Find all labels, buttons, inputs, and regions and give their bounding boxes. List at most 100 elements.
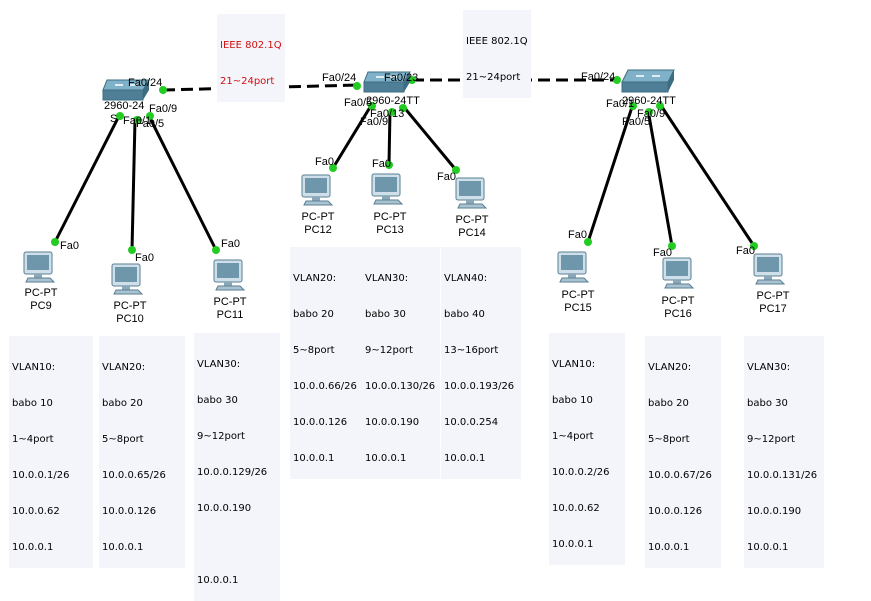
link-s2-pc14 xyxy=(401,105,458,171)
vlan-note-line: babo 10 xyxy=(552,395,593,406)
pc-icon[interactable] xyxy=(371,173,403,205)
port-label: Fa0/5 xyxy=(622,116,651,128)
vlan-note-line: 10.0.0.129/26 xyxy=(197,467,268,478)
vlan-note-line: 1~4port xyxy=(12,434,54,445)
switch-icon[interactable] xyxy=(621,69,675,93)
port-label: Fa0/5 xyxy=(136,118,165,130)
network-topology-canvas xyxy=(51,69,758,254)
vlan-note-line: 10.0.0.62 xyxy=(12,506,60,517)
vlan-note: VLAN20: babo 20 5~8port 10.0.0.67/26 10.… xyxy=(645,336,721,568)
port-label: Fa0 xyxy=(221,238,240,250)
vlan-note-line: 10.0.0.1 xyxy=(648,542,690,553)
pc-type: PC-PT xyxy=(455,214,489,226)
pc-type: PC-PT xyxy=(213,296,247,308)
vlan-note-line: VLAN30: xyxy=(197,359,241,370)
vlan-note-line: 9~12port xyxy=(197,431,245,442)
vlan-note-line: 10.0.0.126 xyxy=(293,417,348,428)
vlan-note-line: 5~8port xyxy=(293,345,335,356)
vlan-note-line: 1~4port xyxy=(552,431,594,442)
pc-icon[interactable] xyxy=(753,253,785,285)
link-s1-pc10 xyxy=(130,119,137,251)
port-label: Fa0 xyxy=(568,229,587,241)
pc-icon[interactable] xyxy=(662,257,694,289)
vlan-note-line: 10.0.0.1 xyxy=(102,542,144,553)
vlan-note-line: 10.0.0.66/26 xyxy=(293,381,357,392)
link-s2-pc12 xyxy=(331,103,374,169)
vlan-note-line: VLAN20: xyxy=(648,362,692,373)
pc-name: PC13 xyxy=(376,224,404,236)
vlan-note-line: VLAN10: xyxy=(552,359,596,370)
pc-icon[interactable] xyxy=(455,177,487,209)
pc-icon[interactable] xyxy=(557,251,589,283)
vlan-note-line: 10.0.0.131/26 xyxy=(747,470,818,481)
trunk-note-line: 21~24port xyxy=(466,72,521,83)
vlan-note-line: babo 30 xyxy=(365,309,406,320)
switch-icon[interactable] xyxy=(102,79,150,101)
vlan-note-line: 10.0.0.190 xyxy=(197,503,252,514)
vlan-note-line: babo 30 xyxy=(747,398,788,409)
pc-name: PC9 xyxy=(30,300,52,312)
vlan-note-line: VLAN10: xyxy=(12,362,56,373)
vlan-note-line: 10.0.0.130/26 xyxy=(365,381,436,392)
vlan-note-line: babo 20 xyxy=(648,398,689,409)
vlan-note-line: 5~8port xyxy=(102,434,144,445)
vlan-note-line: 10.0.0.62 xyxy=(552,503,600,514)
vlan-note-line: VLAN20: xyxy=(293,273,337,284)
port-label: Fa0 xyxy=(437,171,456,183)
port-label: Fa0 xyxy=(372,158,391,170)
link-s3-pc15 xyxy=(586,103,635,243)
vlan-note-line: babo 20 xyxy=(102,398,143,409)
pc-icon[interactable] xyxy=(23,251,55,283)
vlan-note-line: 10.0.0.1 xyxy=(444,453,486,464)
vlan-note: VLAN30: babo 30 9~12port 10.0.0.131/26 1… xyxy=(744,336,824,568)
port-label: Fa0 xyxy=(653,247,672,259)
trunk-note-line: 21~24port xyxy=(220,76,275,87)
port-label: Fa0/13 xyxy=(370,108,405,120)
pc-icon[interactable] xyxy=(213,259,245,291)
switch-label: 2960-24TT xyxy=(366,95,420,107)
vlan-note: VLAN30: babo 30 9~12port 10.0.0.130/26 1… xyxy=(362,247,440,479)
pc-type: PC-PT xyxy=(373,211,407,223)
vlan-note-line: 10.0.0.254 xyxy=(444,417,499,428)
vlan-note-line: VLAN30: xyxy=(365,273,409,284)
vlan-note-line: 9~12port xyxy=(747,434,795,445)
pc-icon[interactable] xyxy=(301,174,333,206)
vlan-note-line: 10.0.0.1 xyxy=(12,542,54,553)
vlan-note-line: 10.0.0.67/26 xyxy=(648,470,712,481)
port-label: Fa0 xyxy=(135,252,154,264)
vlan-note: VLAN30: babo 30 9~12port 10.0.0.129/26 1… xyxy=(194,333,280,601)
vlan-note-line: 10.0.0.126 xyxy=(648,506,703,517)
link-s2-pc13 xyxy=(387,109,392,166)
switch-icon[interactable] xyxy=(363,71,411,93)
link-status-dots xyxy=(51,76,758,254)
switch-sublabel: S xyxy=(110,113,118,125)
port-label: Fa0/24 xyxy=(581,71,616,83)
vlan-note: VLAN40: babo 40 13~16port 10.0.0.193/26 … xyxy=(441,247,521,479)
vlan-note-line: 5~8port xyxy=(648,434,690,445)
pc-type: PC-PT xyxy=(756,290,790,302)
pc-type: PC-PT xyxy=(661,295,695,307)
pc-name: PC17 xyxy=(759,303,787,315)
pc-name: PC12 xyxy=(304,224,332,236)
vlan-note-line: VLAN30: xyxy=(747,362,791,373)
pc-name: PC15 xyxy=(564,302,592,314)
vlan-note: VLAN10: babo 10 1~4port 10.0.0.1/26 10.0… xyxy=(9,336,93,568)
port-label: Fa0/1 xyxy=(123,115,152,127)
port-label: Fa0/9 xyxy=(360,116,389,128)
vlan-note-line: 10.0.0.126 xyxy=(102,506,157,517)
port-label: Fa0/24 xyxy=(128,77,163,89)
vlan-note-line: 10.0.0.190 xyxy=(365,417,420,428)
vlan-note-line: 10.0.0.1 xyxy=(293,453,335,464)
trunk-note: IEEE 802.1Q 21~24port xyxy=(217,14,285,102)
pc-name: PC16 xyxy=(664,308,692,320)
pc-icon[interactable] xyxy=(111,263,143,295)
link-s1-pc9 xyxy=(53,113,122,243)
vlan-note-line: babo 20 xyxy=(293,309,334,320)
vlan-note-line: 10.0.0.2/26 xyxy=(552,467,610,478)
vlan-note-line: 10.0.0.1 xyxy=(552,539,594,550)
pc-name: PC14 xyxy=(458,227,486,239)
vlan-note-line: 10.0.0.65/26 xyxy=(102,470,166,481)
port-label: Fa0/23 xyxy=(384,72,419,84)
